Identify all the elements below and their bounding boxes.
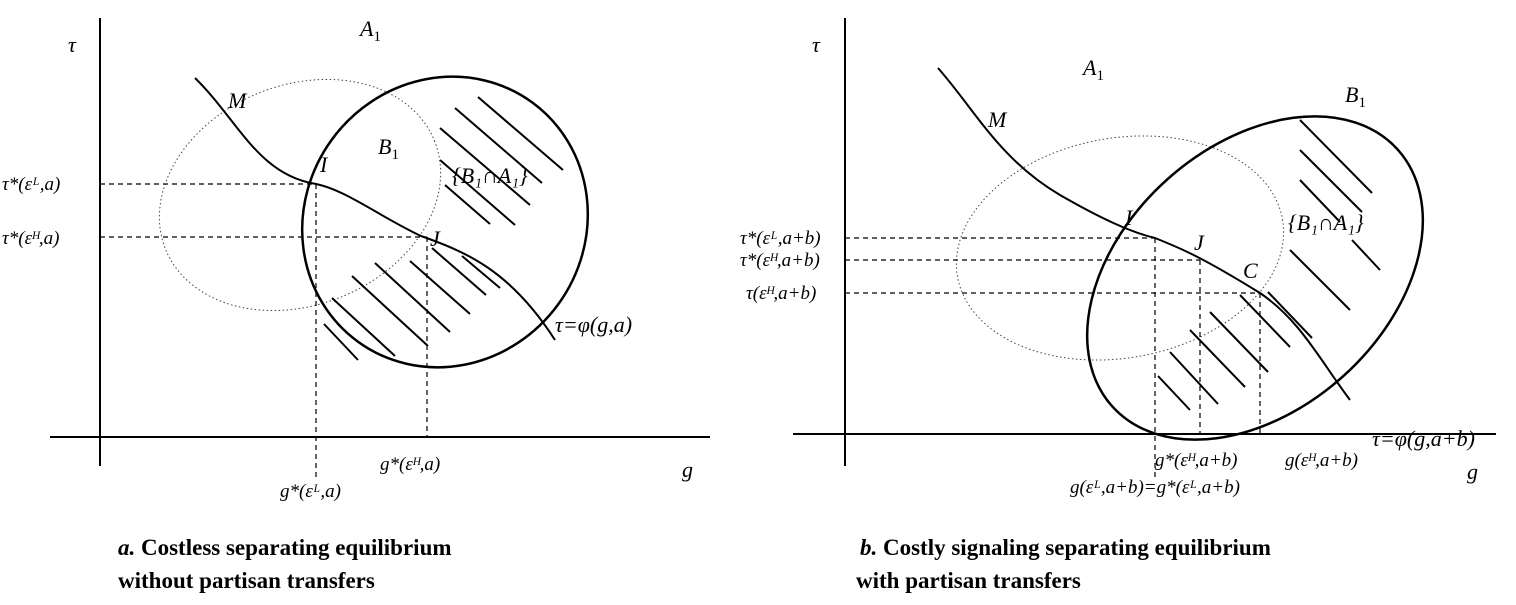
- tau-h-label-b: τ(εᴴ,a+b): [746, 283, 816, 304]
- point-j-b: J: [1194, 230, 1205, 255]
- caption-a-line1: a. Costless separating equilibrium: [118, 535, 452, 560]
- x-axis-label-b: g: [1467, 459, 1478, 484]
- point-i-b: I: [1124, 205, 1134, 230]
- curve-label-b: τ=φ(g,a+b): [1372, 426, 1475, 451]
- panel-a: τ g A1 B1: [2, 16, 710, 593]
- caption-b-line2: with partisan transfers: [856, 568, 1081, 593]
- hatch-upper-b: [1299, 119, 1373, 223]
- tau-l-label-b: τ*(εᴸ,a+b): [740, 228, 821, 249]
- ellipse-a1-a: [158, 78, 442, 312]
- intersection-label-a: {B₁∩A₁}: [452, 163, 528, 188]
- g-l-label-a: g*(εᴸ,a): [280, 481, 341, 502]
- g-h-label-b: g(εᴴ,a+b): [1285, 450, 1358, 471]
- label-a1-b: A1: [1081, 55, 1104, 84]
- y-axis-label-b: τ: [812, 32, 821, 57]
- label-a1-a: A1: [358, 16, 381, 45]
- g-h-label-a: g*(εᴴ,a): [380, 454, 440, 475]
- x-axis-label-a: g: [682, 457, 693, 482]
- curve-phi-a: [194, 77, 556, 341]
- hatch-lower-a: [323, 247, 501, 361]
- ellipse-b1-b: [1085, 115, 1425, 441]
- point-m-b: M: [987, 107, 1008, 132]
- panel-b: τ g A1: [740, 18, 1496, 593]
- ellipse-a1-b: [955, 135, 1285, 361]
- label-b1-b: B1: [1345, 82, 1366, 111]
- curve-label-a: τ=φ(g,a): [555, 312, 632, 337]
- intersection-label-b: {B₁∩A₁}: [1288, 210, 1364, 235]
- caption-b-line1: b. Costly signaling separating equilibri…: [860, 535, 1271, 560]
- tau-h-star-label-b: τ*(εᴴ,a+b): [740, 250, 820, 271]
- g-h-star-label-b: g*(εᴴ,a+b): [1155, 450, 1238, 471]
- point-j-a: J: [430, 226, 441, 251]
- g-l-label-b: g(εᴸ,a+b)=g*(εᴸ,a+b): [1070, 477, 1240, 498]
- y-axis-label-a: τ: [68, 32, 77, 57]
- hatch-lower-b: [1157, 239, 1381, 411]
- caption-a-line2: without partisan transfers: [118, 568, 375, 593]
- label-b1-a: B1: [378, 134, 399, 163]
- point-i-a: I: [319, 152, 329, 177]
- point-c-b: C: [1243, 258, 1258, 283]
- point-m-a: M: [227, 88, 248, 113]
- tau-l-label-a: τ*(εᴸ,a): [2, 174, 60, 195]
- ellipse-b1-a: [300, 75, 590, 369]
- hatch-upper-a: [439, 96, 564, 226]
- tau-h-label-a: τ*(εᴴ,a): [2, 228, 59, 249]
